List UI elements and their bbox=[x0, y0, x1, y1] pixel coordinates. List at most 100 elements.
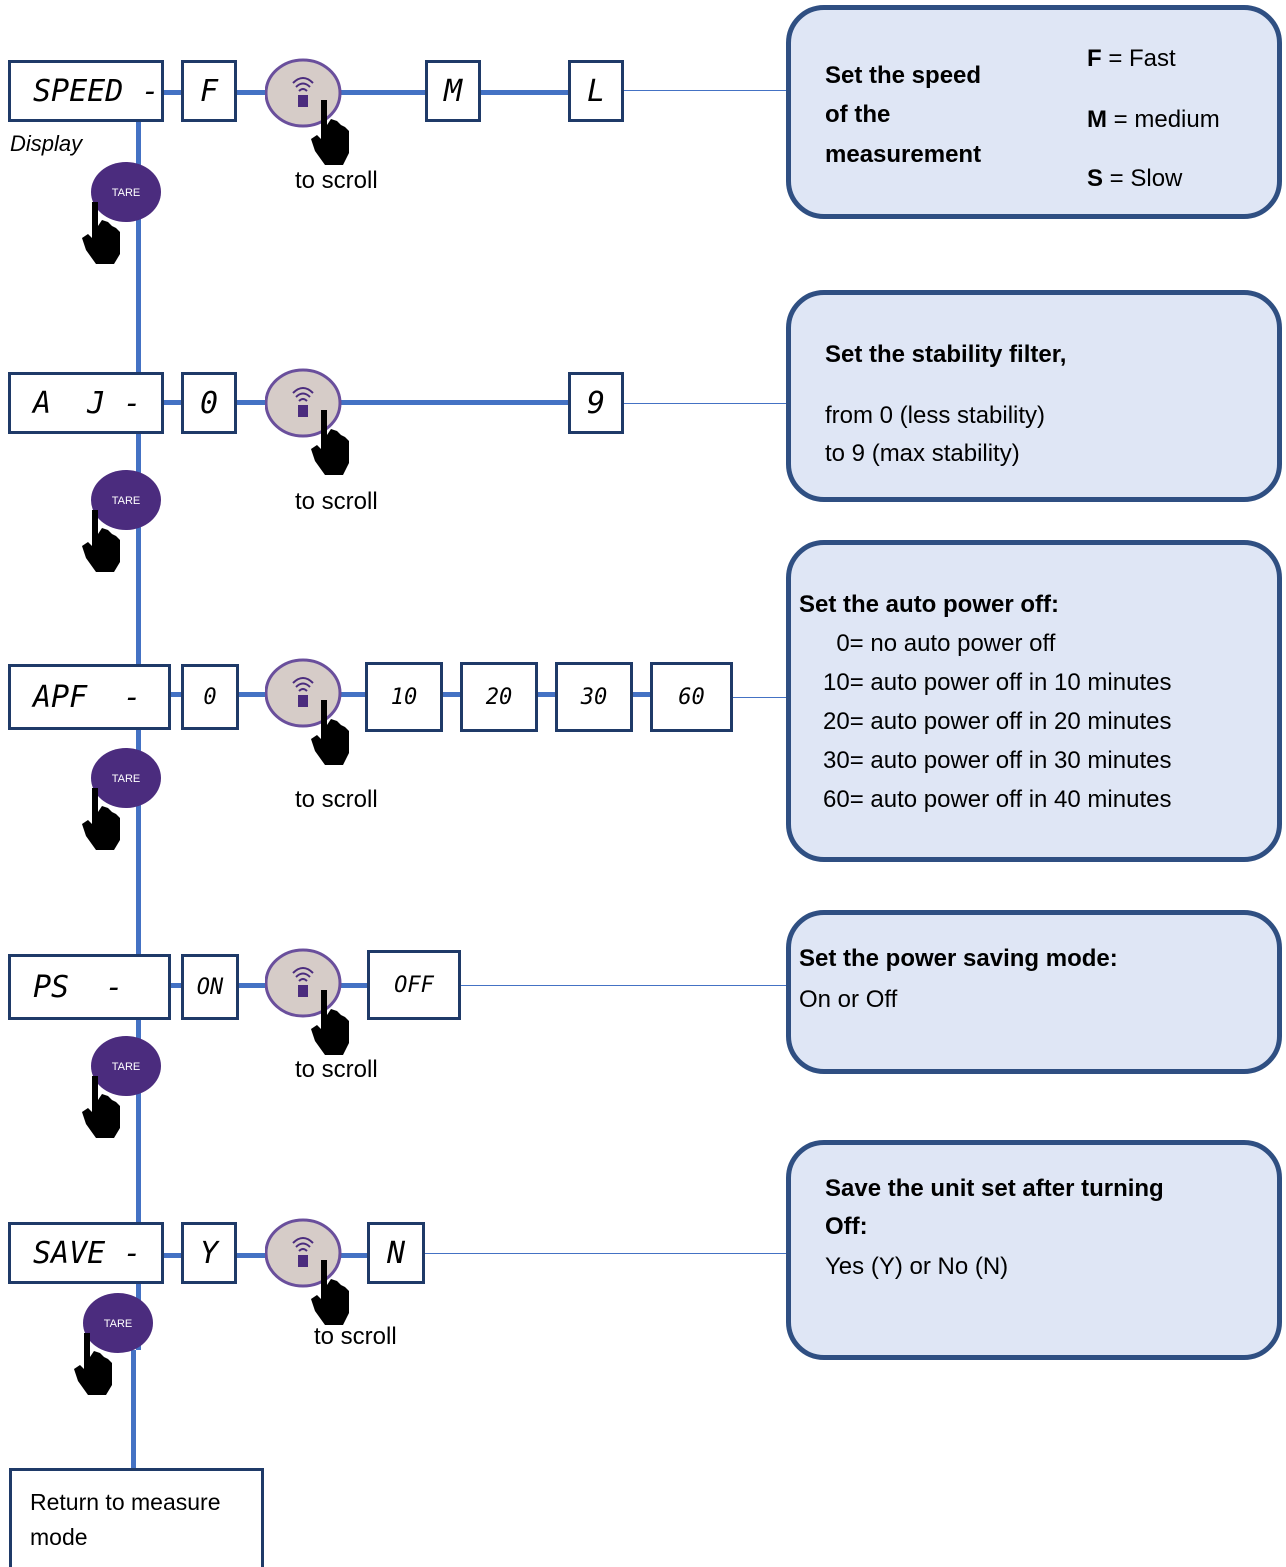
note-line: from 0 (less stability) bbox=[825, 402, 1046, 429]
menu-code: A J - bbox=[33, 385, 142, 421]
hand-pointer-icon bbox=[311, 1260, 349, 1325]
legend-key: M bbox=[1087, 106, 1107, 133]
value-text: 30 bbox=[580, 684, 608, 710]
scale-glyph bbox=[298, 985, 308, 997]
value-text: OFF bbox=[394, 972, 434, 998]
menu-code: SPEED - bbox=[33, 73, 160, 109]
note-line: On or Off bbox=[799, 986, 898, 1013]
menu-code: APF - bbox=[33, 679, 142, 715]
value-text: M bbox=[443, 73, 463, 109]
scroll-button[interactable] bbox=[265, 945, 360, 1060]
note-title: Set the auto power off: bbox=[799, 591, 1059, 618]
tare-button[interactable]: TARE bbox=[82, 1036, 162, 1140]
note-connector bbox=[624, 90, 786, 91]
note-line: 60= auto power off in 40 minutes bbox=[823, 786, 1172, 813]
return-to-measure-box: Return to measure mode bbox=[9, 1468, 264, 1567]
value-option: N bbox=[367, 1222, 425, 1284]
value-option: 0 bbox=[181, 372, 237, 434]
scroll-caption: to scroll bbox=[295, 786, 378, 813]
value-text: ON bbox=[196, 974, 224, 1000]
tare-button[interactable]: TARE bbox=[74, 1293, 154, 1397]
menu-code: SAVE - bbox=[33, 1235, 142, 1271]
info-box-speed: Set the speed of the measurement F = Fas… bbox=[786, 5, 1282, 219]
hand-pointer-icon bbox=[311, 990, 349, 1055]
value-option: OFF bbox=[367, 950, 461, 1020]
connector bbox=[443, 692, 460, 697]
wireless-icon bbox=[292, 1237, 314, 1252]
hand-pointer-icon bbox=[82, 202, 120, 264]
menu-display-apf: APF - bbox=[8, 664, 171, 730]
legend-key: S bbox=[1087, 165, 1104, 192]
note-title-line: measurement bbox=[825, 141, 982, 168]
value-text: 0 bbox=[203, 684, 217, 710]
hand-pointer-icon bbox=[311, 700, 349, 765]
scale-glyph bbox=[298, 95, 308, 107]
info-box-save: Save the unit set after turning Off: Yes… bbox=[786, 1140, 1282, 1360]
connector bbox=[480, 90, 568, 95]
legend-text: = Fast bbox=[1101, 45, 1176, 72]
note-connector bbox=[425, 1253, 786, 1254]
value-option: 9 bbox=[568, 372, 624, 434]
value-text: 9 bbox=[586, 385, 606, 421]
value-option: M bbox=[425, 60, 481, 122]
scale-glyph bbox=[298, 1255, 308, 1267]
scroll-button[interactable] bbox=[265, 55, 360, 170]
tare-label: TARE bbox=[112, 773, 141, 785]
legend-text: = Slow bbox=[1103, 165, 1183, 192]
connector bbox=[538, 692, 555, 697]
hand-pointer-icon bbox=[82, 1076, 120, 1138]
value-option: F bbox=[181, 60, 237, 122]
note-line: 30= auto power off in 30 minutes bbox=[823, 747, 1172, 774]
value-option: 60 bbox=[650, 662, 733, 732]
info-box-power-saving: Set the power saving mode: On or Off bbox=[786, 910, 1282, 1074]
note-line: 10= auto power off in 10 minutes bbox=[823, 669, 1172, 696]
note-line: 0= no auto power off bbox=[823, 630, 1056, 657]
scroll-button[interactable] bbox=[265, 655, 360, 770]
scroll-caption: to scroll bbox=[295, 1056, 378, 1083]
note-line: to 9 (max stability) bbox=[825, 440, 1020, 467]
menu-code: PS - bbox=[33, 969, 124, 1005]
value-text: 60 bbox=[678, 684, 705, 710]
legend-text: = medium bbox=[1107, 106, 1220, 133]
value-option: ON bbox=[181, 954, 239, 1020]
value-text: N bbox=[386, 1235, 406, 1271]
tare-label: TARE bbox=[112, 187, 141, 199]
connector bbox=[163, 400, 183, 405]
legend-item: F = Fast bbox=[1087, 45, 1176, 73]
connector bbox=[633, 692, 650, 697]
wireless-icon bbox=[292, 967, 314, 982]
display-caption: Display bbox=[10, 131, 83, 156]
value-option: Y bbox=[181, 1222, 237, 1284]
scroll-button[interactable] bbox=[265, 365, 360, 480]
tare-button[interactable]: TARE bbox=[82, 748, 162, 852]
value-text: L bbox=[586, 73, 606, 109]
value-text: F bbox=[199, 73, 219, 109]
connector bbox=[163, 90, 183, 95]
connector bbox=[163, 692, 183, 697]
hand-pointer-icon bbox=[311, 410, 349, 475]
note-connector bbox=[461, 985, 786, 986]
value-option: 30 bbox=[555, 662, 633, 732]
menu-display-aj: A J - bbox=[8, 372, 164, 434]
tare-label: TARE bbox=[104, 1318, 133, 1330]
menu-display-speed: SPEED - bbox=[8, 60, 164, 122]
note-title-line: Set the speed bbox=[825, 62, 982, 89]
info-box-auto-power-off: Set the auto power off: 0= no auto power… bbox=[786, 540, 1282, 862]
value-text: Y bbox=[199, 1235, 219, 1271]
hand-pointer-icon bbox=[82, 510, 120, 572]
scale-glyph bbox=[298, 695, 308, 707]
connector bbox=[163, 983, 183, 988]
hand-pointer-icon bbox=[82, 788, 120, 850]
tare-button[interactable]: TARE bbox=[82, 162, 162, 266]
menu-display-ps: PS - bbox=[8, 954, 171, 1020]
connector bbox=[163, 1253, 183, 1258]
note-line: Yes (Y) or No (N) bbox=[825, 1253, 1009, 1280]
note-line: 20= auto power off in 20 minutes bbox=[823, 708, 1172, 735]
value-text: 0 bbox=[199, 385, 219, 421]
scroll-button[interactable] bbox=[265, 1215, 360, 1330]
note-connector bbox=[733, 697, 786, 698]
scroll-caption: to scroll bbox=[295, 167, 378, 194]
legend-item: M = medium bbox=[1087, 106, 1220, 134]
tare-button[interactable]: TARE bbox=[82, 470, 162, 574]
value-option: 20 bbox=[460, 662, 538, 732]
